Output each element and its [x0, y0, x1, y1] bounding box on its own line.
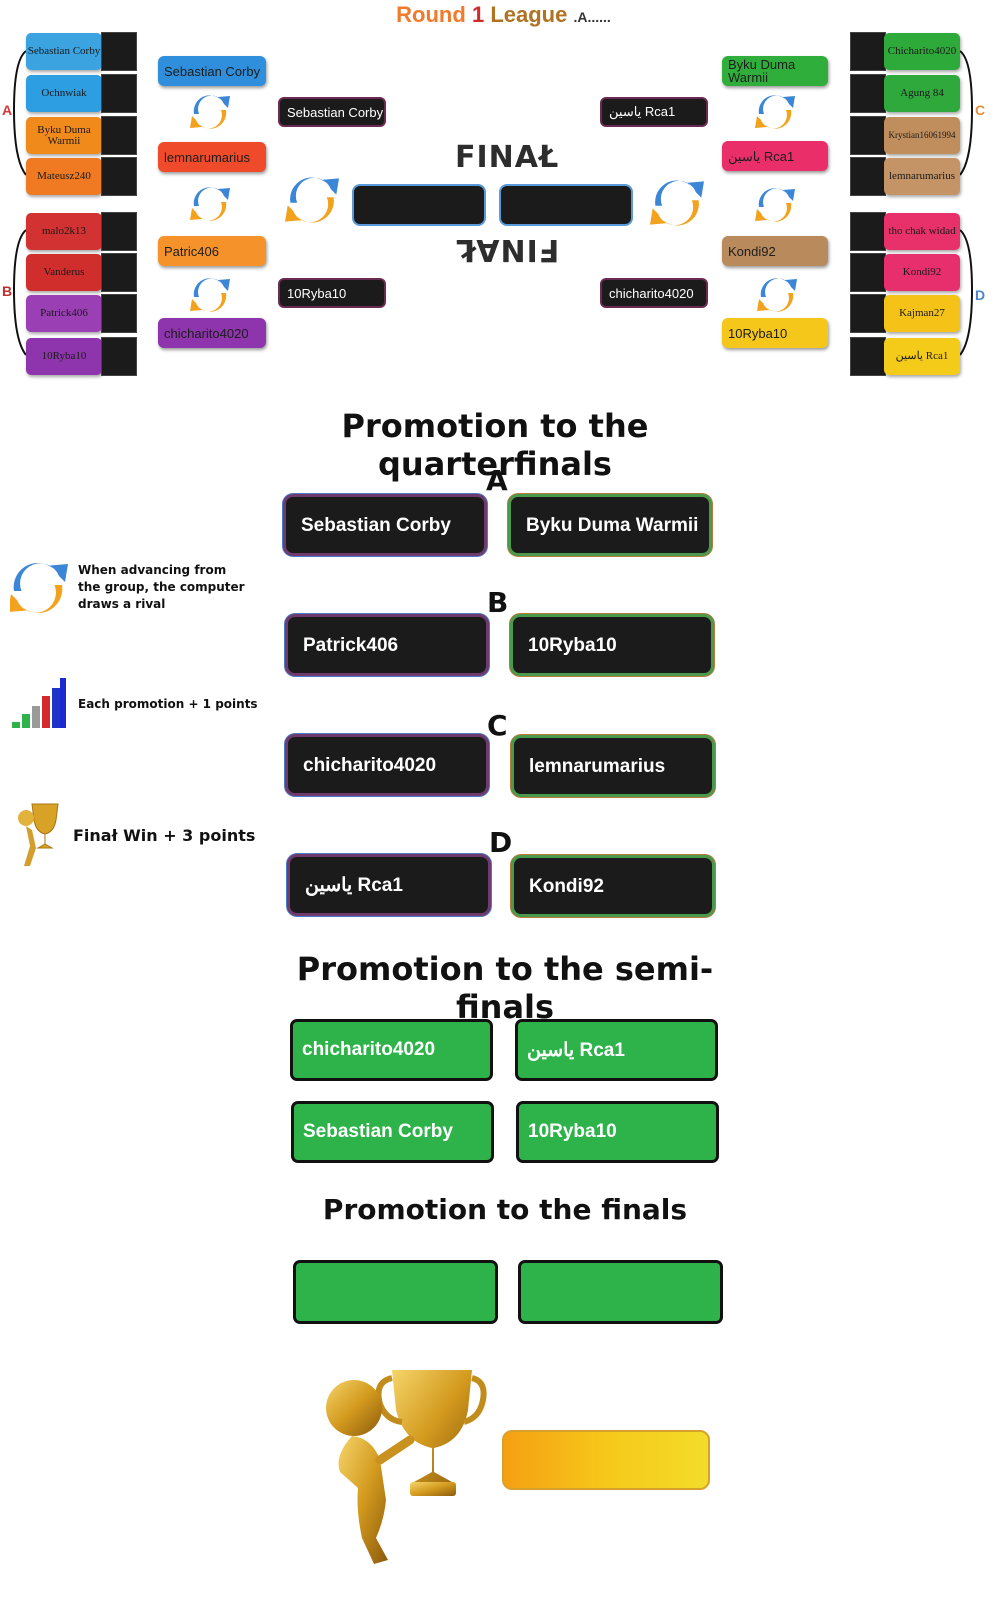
- qf-right-slot[interactable]: Kondi92: [511, 855, 715, 917]
- quarterfinals-heading: Promotion to the quarterfinals: [341, 407, 649, 483]
- group-a-player[interactable]: Sebastian Corby: [26, 33, 102, 70]
- qf-right-slot[interactable]: lemnarumarius: [511, 735, 715, 797]
- promotion-note: Each promotion + 1 points: [78, 697, 258, 711]
- semifinal-slot[interactable]: ياسين Rca1: [515, 1019, 718, 1081]
- refresh-icon: [285, 177, 339, 223]
- qf-letter: D: [489, 826, 513, 859]
- refresh-icon: [190, 95, 230, 129]
- final-slot-right[interactable]: [499, 184, 633, 226]
- qf-letter: B: [487, 586, 509, 619]
- group-c-score: [850, 32, 886, 71]
- refresh-icon: [190, 187, 230, 221]
- group-b-player[interactable]: Patrick406: [26, 295, 102, 332]
- trophy-figure-icon: [326, 1370, 487, 1564]
- group-b-player[interactable]: 10Ryba10: [26, 338, 102, 375]
- qf-left-slot[interactable]: ياسين Rca1: [287, 854, 491, 916]
- semifinal-slot[interactable]: chicharito4020: [290, 1019, 493, 1081]
- group-d-score: [850, 337, 886, 376]
- r16-right-slot[interactable]: Byku Duma Warmii: [722, 56, 828, 86]
- final-slot-left[interactable]: [352, 184, 486, 226]
- bracket-qf-slot[interactable]: 10Ryba10: [278, 278, 386, 308]
- final-win-note: Finał Win + 3 points: [73, 826, 256, 845]
- qf-right-slot[interactable]: 10Ryba10: [510, 614, 714, 676]
- refresh-icon: [757, 278, 797, 312]
- group-d-player[interactable]: Kajman27: [884, 295, 960, 332]
- page-title: Round 1 League .A......: [396, 2, 611, 27]
- group-d-score: [850, 294, 886, 333]
- semifinal-slot[interactable]: 10Ryba10: [516, 1101, 719, 1163]
- qf-left-slot[interactable]: chicharito4020: [285, 734, 489, 796]
- final-slot[interactable]: [518, 1260, 723, 1324]
- refresh-icon: [755, 95, 795, 129]
- group-d-player[interactable]: tho chak widad: [884, 213, 960, 250]
- trophy-figure-icon: [18, 803, 59, 866]
- qf-letter: C: [487, 709, 508, 742]
- group-a-score: [101, 116, 137, 155]
- group-b-label: B: [2, 283, 13, 299]
- group-a-score: [101, 32, 137, 71]
- group-c-label: C: [975, 102, 986, 118]
- bracket-qf-slot[interactable]: ياسين Rca1: [600, 97, 708, 127]
- final-label-mirrored: FINAŁ: [455, 232, 560, 267]
- group-b-player[interactable]: Vanderus: [26, 254, 102, 291]
- champion-slot[interactable]: [502, 1430, 710, 1490]
- group-c-player[interactable]: Chicharito4020: [884, 33, 960, 70]
- group-a-score: [101, 157, 137, 196]
- r16-right-slot[interactable]: ياسين Rca1: [722, 141, 828, 171]
- r16-right-slot[interactable]: Kondi92: [722, 236, 828, 266]
- refresh-icon: [650, 180, 704, 226]
- semifinals-heading: Promotion to the semi-finals: [296, 950, 714, 1026]
- group-c-player[interactable]: Agung 84: [884, 75, 960, 112]
- r16-left-slot[interactable]: Patric406: [158, 236, 266, 266]
- semifinal-slot[interactable]: Sebastian Corby: [291, 1101, 494, 1163]
- group-a-score: [101, 74, 137, 113]
- group-b-score: [101, 253, 137, 292]
- refresh-icon: [755, 188, 795, 222]
- group-a-label: A: [2, 102, 13, 118]
- group-c-score: [850, 116, 886, 155]
- r16-right-slot[interactable]: 10Ryba10: [722, 318, 828, 348]
- qf-left-slot[interactable]: Patrick406: [285, 614, 489, 676]
- group-a-player[interactable]: Mateusz240: [26, 158, 102, 195]
- finals-heading: Promotion to the finals: [322, 1193, 688, 1226]
- final-slot[interactable]: [293, 1260, 498, 1324]
- r16-left-slot[interactable]: Sebastian Corby: [158, 56, 266, 86]
- group-d-score: [850, 212, 886, 251]
- refresh-icon: [10, 562, 69, 613]
- draw-note: When advancing from the group, the compu…: [78, 563, 245, 611]
- group-bracket-lines: [12, 50, 974, 356]
- bracket-qf-slot[interactable]: Sebastian Corby: [278, 97, 386, 127]
- group-b-player[interactable]: malo2k13: [26, 213, 102, 250]
- qf-letter: A: [486, 464, 508, 497]
- group-d-score: [850, 253, 886, 292]
- qf-left-slot[interactable]: Sebastian Corby: [283, 494, 487, 556]
- group-c-player[interactable]: Krystian16061994: [884, 117, 960, 154]
- group-a-player[interactable]: Byku Duma Warmii: [26, 117, 102, 154]
- refresh-icon: [190, 278, 230, 312]
- qf-right-slot[interactable]: Byku Duma Warmii: [508, 494, 712, 556]
- group-c-player[interactable]: lemnarumarius: [884, 158, 960, 195]
- r16-left-slot[interactable]: lemnarumarius: [158, 142, 266, 172]
- group-b-score: [101, 337, 137, 376]
- group-d-player[interactable]: ياسين Rca1: [884, 338, 960, 375]
- bracket-qf-slot[interactable]: chicharito4020: [600, 278, 708, 308]
- bar-chart-icon: [12, 678, 66, 728]
- group-d-label: D: [975, 287, 986, 303]
- group-b-score: [101, 212, 137, 251]
- r16-left-slot[interactable]: chicharito4020: [158, 318, 266, 348]
- group-d-player[interactable]: Kondi92: [884, 254, 960, 291]
- group-b-score: [101, 294, 137, 333]
- group-a-player[interactable]: Ochnwiak: [26, 75, 102, 112]
- final-label: FINAŁ: [455, 140, 560, 175]
